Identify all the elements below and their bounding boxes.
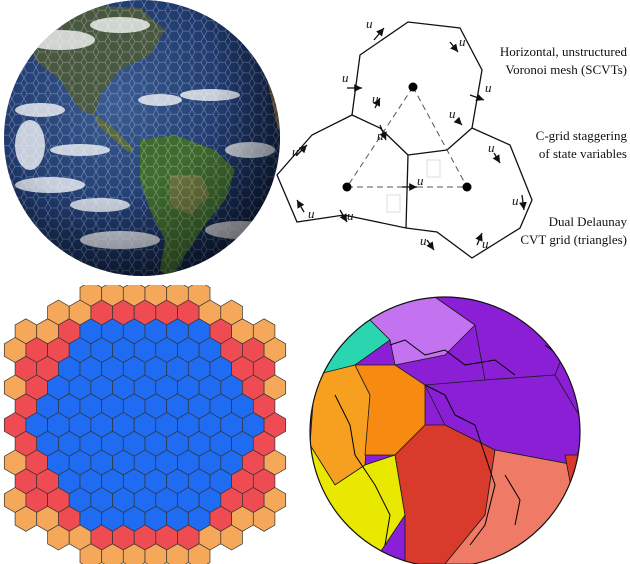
u-label: u xyxy=(347,208,354,223)
velocity-arrows xyxy=(296,27,527,251)
voronoi-mesh-diagram: u u u u u u u u u u u u u u u Horizontal… xyxy=(272,0,630,285)
hex-cell xyxy=(252,505,276,532)
scvt-annotation-line1: Horizontal, unstructured xyxy=(500,44,628,59)
u-label: u xyxy=(488,140,495,155)
delaunay-annotation-line1: Dual Delaunay xyxy=(549,214,628,229)
velocity-labels: u u u u u u u u u u u u u u u xyxy=(292,16,519,251)
delaunay-annotation-line2: CVT grid (triangles) xyxy=(520,232,627,247)
placeholder-box xyxy=(386,194,401,213)
u-label: u xyxy=(417,173,424,188)
earth-globe-panel xyxy=(0,0,290,285)
u-label: u xyxy=(482,236,489,251)
cell-center-left xyxy=(342,182,352,192)
mesh-diagram-svg: u u u u u u u u u u u u u u u Horizontal… xyxy=(276,16,628,259)
u-label: u xyxy=(420,233,427,248)
placeholder-box xyxy=(426,159,441,178)
partitioned-globe-panel xyxy=(295,285,630,564)
u-label: u xyxy=(366,16,373,31)
partitioned-globe xyxy=(309,296,581,564)
u-label: u xyxy=(292,144,299,159)
cgrid-annotation-line2: of state variables xyxy=(539,146,627,161)
cell-center-top xyxy=(408,82,418,92)
partition-region xyxy=(564,454,580,536)
u-label: u xyxy=(512,193,519,208)
cgrid-annotation-line1: C-grid staggering xyxy=(536,128,628,143)
u-label: u xyxy=(459,34,466,49)
globe-outline xyxy=(309,296,581,564)
u-label: u xyxy=(377,128,384,143)
earth-globe xyxy=(4,0,280,276)
hexagon-halo-diagram xyxy=(3,285,287,564)
u-label: u xyxy=(485,80,492,95)
hex-cell xyxy=(187,543,211,564)
hex-cell xyxy=(220,524,243,551)
hexagon-halo-panel xyxy=(0,285,290,564)
u-label: u xyxy=(372,91,379,106)
partition-region xyxy=(354,297,476,366)
u-label: u xyxy=(342,70,349,85)
u-label: u xyxy=(308,206,315,221)
scvt-annotation-line2: Voronoi mesh (SCVTs) xyxy=(505,62,627,77)
u-label: u xyxy=(449,106,456,121)
cell-center-right xyxy=(462,182,472,192)
